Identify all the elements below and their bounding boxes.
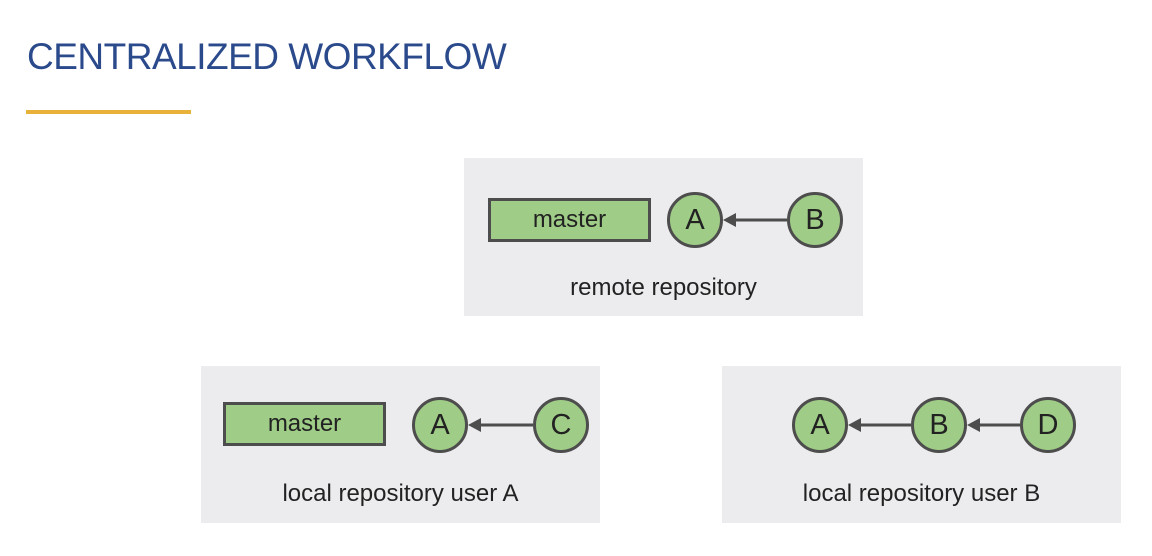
arrowhead-b-to-a bbox=[848, 418, 861, 432]
commit-d: D bbox=[1020, 397, 1076, 453]
commit-arrows bbox=[848, 418, 1020, 432]
arrowhead-d-to-b bbox=[967, 418, 980, 432]
remote-repository-panel: master A B remote repository bbox=[464, 158, 863, 316]
commit-arrows bbox=[723, 213, 787, 227]
master-branch-label: master bbox=[223, 402, 386, 446]
local-repository-b-panel: A B D local repository user B bbox=[722, 366, 1121, 523]
slide-title: CENTRALIZED WORKFLOW bbox=[27, 36, 507, 77]
remote-repository-label: remote repository bbox=[570, 274, 757, 301]
commit-b: B bbox=[911, 397, 967, 453]
commit-arrows bbox=[468, 418, 533, 432]
local-repository-b-label: local repository user B bbox=[802, 480, 1041, 507]
arrowhead-c-to-a bbox=[468, 418, 481, 432]
commit-c: C bbox=[533, 397, 589, 453]
commit-b: B bbox=[787, 192, 843, 248]
commit-a: A bbox=[412, 397, 468, 453]
local-repository-a-panel: master A C local repository user A bbox=[201, 366, 600, 523]
title-underline bbox=[26, 110, 191, 114]
commit-a: A bbox=[792, 397, 848, 453]
master-branch-label: master bbox=[488, 198, 651, 242]
local-repository-a-label: local repository user A bbox=[282, 480, 519, 507]
commit-a: A bbox=[667, 192, 723, 248]
arrowhead-b-to-a bbox=[723, 213, 736, 227]
